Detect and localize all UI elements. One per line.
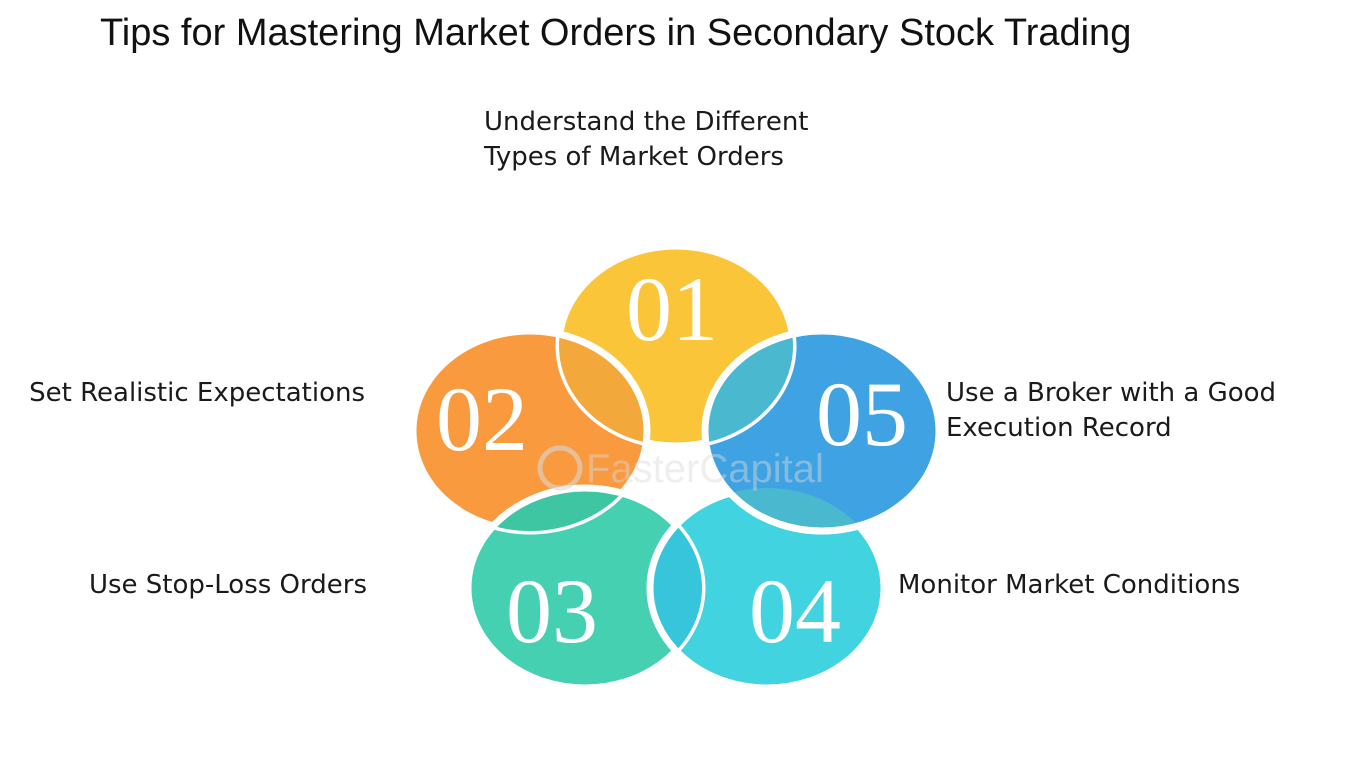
watermark: FasterCapital bbox=[537, 445, 824, 491]
tip-03-text: Use Stop-Loss Orders bbox=[89, 568, 367, 603]
tip-02-line: Set Realistic Expectations bbox=[29, 378, 365, 408]
watermark-logo-icon bbox=[537, 445, 583, 491]
overlap-04-05 bbox=[701, 488, 884, 535]
tip-01-line: Understand the Different bbox=[484, 107, 809, 137]
overlap-03-04 bbox=[646, 488, 702, 688]
overlap-02-03 bbox=[464, 484, 647, 531]
tip-02-text: Set Realistic Expectations bbox=[29, 376, 365, 411]
tip-01-text: Understand the Different Types of Market… bbox=[484, 105, 809, 175]
watermark-text: FasterCapital bbox=[586, 447, 824, 491]
tip-04-text: Monitor Market Conditions bbox=[898, 568, 1240, 603]
petal-03-number: 03 bbox=[506, 560, 598, 662]
petal-01-number: 01 bbox=[626, 258, 718, 360]
petal-02-number: 02 bbox=[436, 368, 528, 470]
petal-04-number: 04 bbox=[749, 560, 841, 662]
overlap-01-05 bbox=[701, 327, 793, 446]
tip-05-text: Use a Broker with a Good Execution Recor… bbox=[946, 376, 1276, 446]
tip-05-line: Use a Broker with a Good bbox=[946, 378, 1277, 408]
tip-04-line: Monitor Market Conditions bbox=[898, 570, 1241, 600]
tip-01-line: Types of Market Orders bbox=[484, 142, 784, 172]
tip-05-line: Execution Record bbox=[946, 413, 1172, 443]
tip-03-line: Use Stop-Loss Orders bbox=[88, 570, 367, 600]
petal-05-number: 05 bbox=[816, 363, 908, 465]
diagram-title: Tips for Mastering Market Orders in Seco… bbox=[100, 12, 1132, 54]
overlap-01-02 bbox=[559, 327, 651, 446]
